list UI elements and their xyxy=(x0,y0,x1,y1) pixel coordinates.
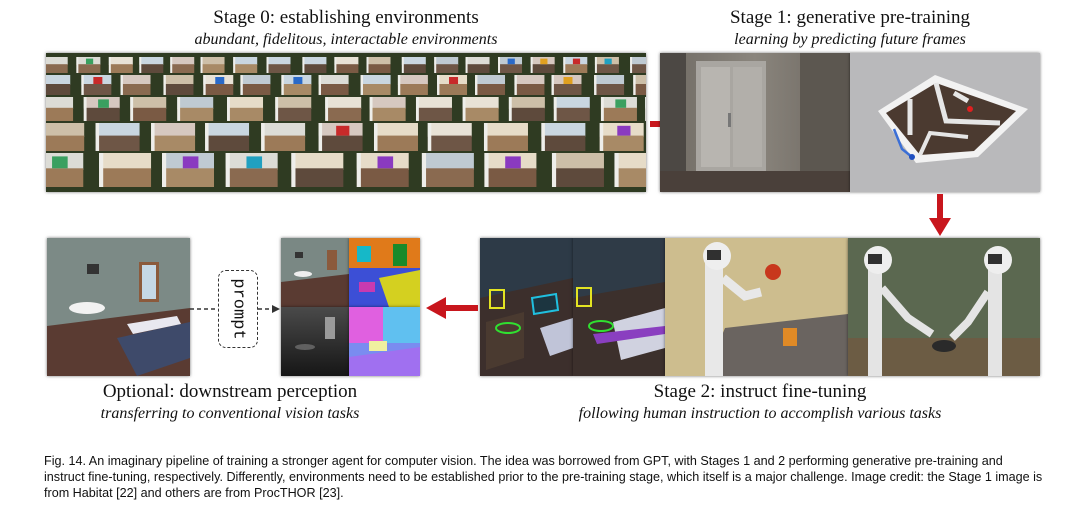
house-1-14 xyxy=(594,75,625,95)
house-1-10 xyxy=(437,75,468,95)
house-4-2 xyxy=(162,153,215,187)
house-4-4 xyxy=(291,153,344,187)
stage1-egocentric-frame xyxy=(660,53,850,192)
optional-bedroom-render xyxy=(47,238,190,376)
house-0-16 xyxy=(563,57,588,73)
house-1-7 xyxy=(318,75,349,95)
house-1-8 xyxy=(360,75,391,95)
prompt-box: prompt xyxy=(218,270,258,348)
figure-caption: Fig. 14. An imaginary pipeline of traini… xyxy=(44,454,1043,500)
house-0-0 xyxy=(46,57,68,73)
house-2-0 xyxy=(46,97,74,121)
house-0-1 xyxy=(76,57,101,73)
house-0-11 xyxy=(401,57,426,73)
house-1-4 xyxy=(203,75,234,95)
perception-segmentation xyxy=(349,238,420,307)
house-0-6 xyxy=(233,57,258,73)
stage2-subtitle: following human instruction to accomplis… xyxy=(578,405,942,422)
house-0-2 xyxy=(108,57,133,73)
stage0-subtitle: abundant, fidelitous, interactable envir… xyxy=(194,31,498,48)
house-0-12 xyxy=(434,57,459,73)
house-0-13 xyxy=(465,57,490,73)
house-0-3 xyxy=(139,57,164,73)
stage2-image-1 xyxy=(480,238,573,376)
house-3-7 xyxy=(427,123,472,151)
house-2-6 xyxy=(325,97,362,121)
house-2-8 xyxy=(415,97,452,121)
house-2-3 xyxy=(177,97,214,121)
perception-normals xyxy=(349,307,420,376)
house-4-1 xyxy=(99,153,152,187)
stage1-subtitle: learning by predicting future frames xyxy=(734,31,966,48)
arrow-stage2-to-optional xyxy=(426,297,478,319)
house-0-5 xyxy=(200,57,225,73)
house-3-4 xyxy=(261,123,306,151)
house-4-3 xyxy=(225,153,278,187)
stage1-topdown-map xyxy=(850,53,1040,192)
house-0-10 xyxy=(366,57,391,73)
house-2-10 xyxy=(508,97,545,121)
house-0-18 xyxy=(630,57,646,73)
house-4-8 xyxy=(551,153,604,187)
stage2-robot-room xyxy=(848,238,1040,376)
house-4-6 xyxy=(421,153,474,187)
stage0-title: Stage 0: establishing environments xyxy=(213,7,479,28)
house-4-5 xyxy=(356,153,409,187)
house-1-3 xyxy=(163,75,194,95)
house-2-5 xyxy=(275,97,312,121)
house-3-1 xyxy=(95,123,140,151)
house-2-12 xyxy=(600,97,637,121)
stage2-image-2 xyxy=(573,238,665,376)
stage0-environments-image xyxy=(46,53,646,192)
house-3-10 xyxy=(599,123,644,151)
house-1-15 xyxy=(633,75,646,95)
house-0-17 xyxy=(594,57,619,73)
house-2-9 xyxy=(462,97,499,121)
house-0-8 xyxy=(302,57,327,73)
house-1-9 xyxy=(397,75,428,95)
stage2-robot-kitchen xyxy=(665,238,848,376)
perception-depth xyxy=(281,307,349,376)
house-0-4 xyxy=(170,57,195,73)
stage1-title: Stage 1: generative pre-training xyxy=(729,7,971,28)
house-2-4 xyxy=(227,97,264,121)
arrow-stage1-to-stage2 xyxy=(929,194,951,236)
house-1-13 xyxy=(551,75,582,95)
house-1-5 xyxy=(240,75,271,95)
house-1-0 xyxy=(46,75,71,95)
perception-rgb xyxy=(281,238,349,307)
house-1-1 xyxy=(81,75,112,95)
house-0-7 xyxy=(266,57,291,73)
house-1-11 xyxy=(475,75,506,95)
house-0-9 xyxy=(334,57,359,73)
stage2-title: Stage 2: instruct fine-tuning xyxy=(653,381,867,402)
house-1-12 xyxy=(514,75,545,95)
house-3-9 xyxy=(541,123,586,151)
house-2-7 xyxy=(369,97,406,121)
house-3-2 xyxy=(151,123,196,151)
optional-title: Optional: downstream perception xyxy=(102,381,358,402)
house-3-8 xyxy=(483,123,528,151)
house-1-2 xyxy=(120,75,151,95)
prompt-label: prompt xyxy=(228,278,248,340)
house-2-1 xyxy=(83,97,120,121)
house-3-6 xyxy=(373,123,418,151)
environments-grid-graphic xyxy=(46,57,646,187)
house-2-2 xyxy=(130,97,167,121)
prompt-connector xyxy=(190,305,280,313)
house-4-0 xyxy=(46,153,84,187)
house-4-7 xyxy=(484,153,537,187)
house-0-14 xyxy=(498,57,523,73)
house-2-11 xyxy=(553,97,590,121)
house-1-6 xyxy=(281,75,312,95)
house-3-3 xyxy=(205,123,250,151)
house-0-15 xyxy=(530,57,555,73)
house-3-0 xyxy=(46,123,85,151)
house-3-5 xyxy=(318,123,363,151)
house-4-9 xyxy=(614,153,646,187)
house-2-13 xyxy=(645,97,646,121)
optional-subtitle: transferring to conventional vision task… xyxy=(100,405,360,422)
